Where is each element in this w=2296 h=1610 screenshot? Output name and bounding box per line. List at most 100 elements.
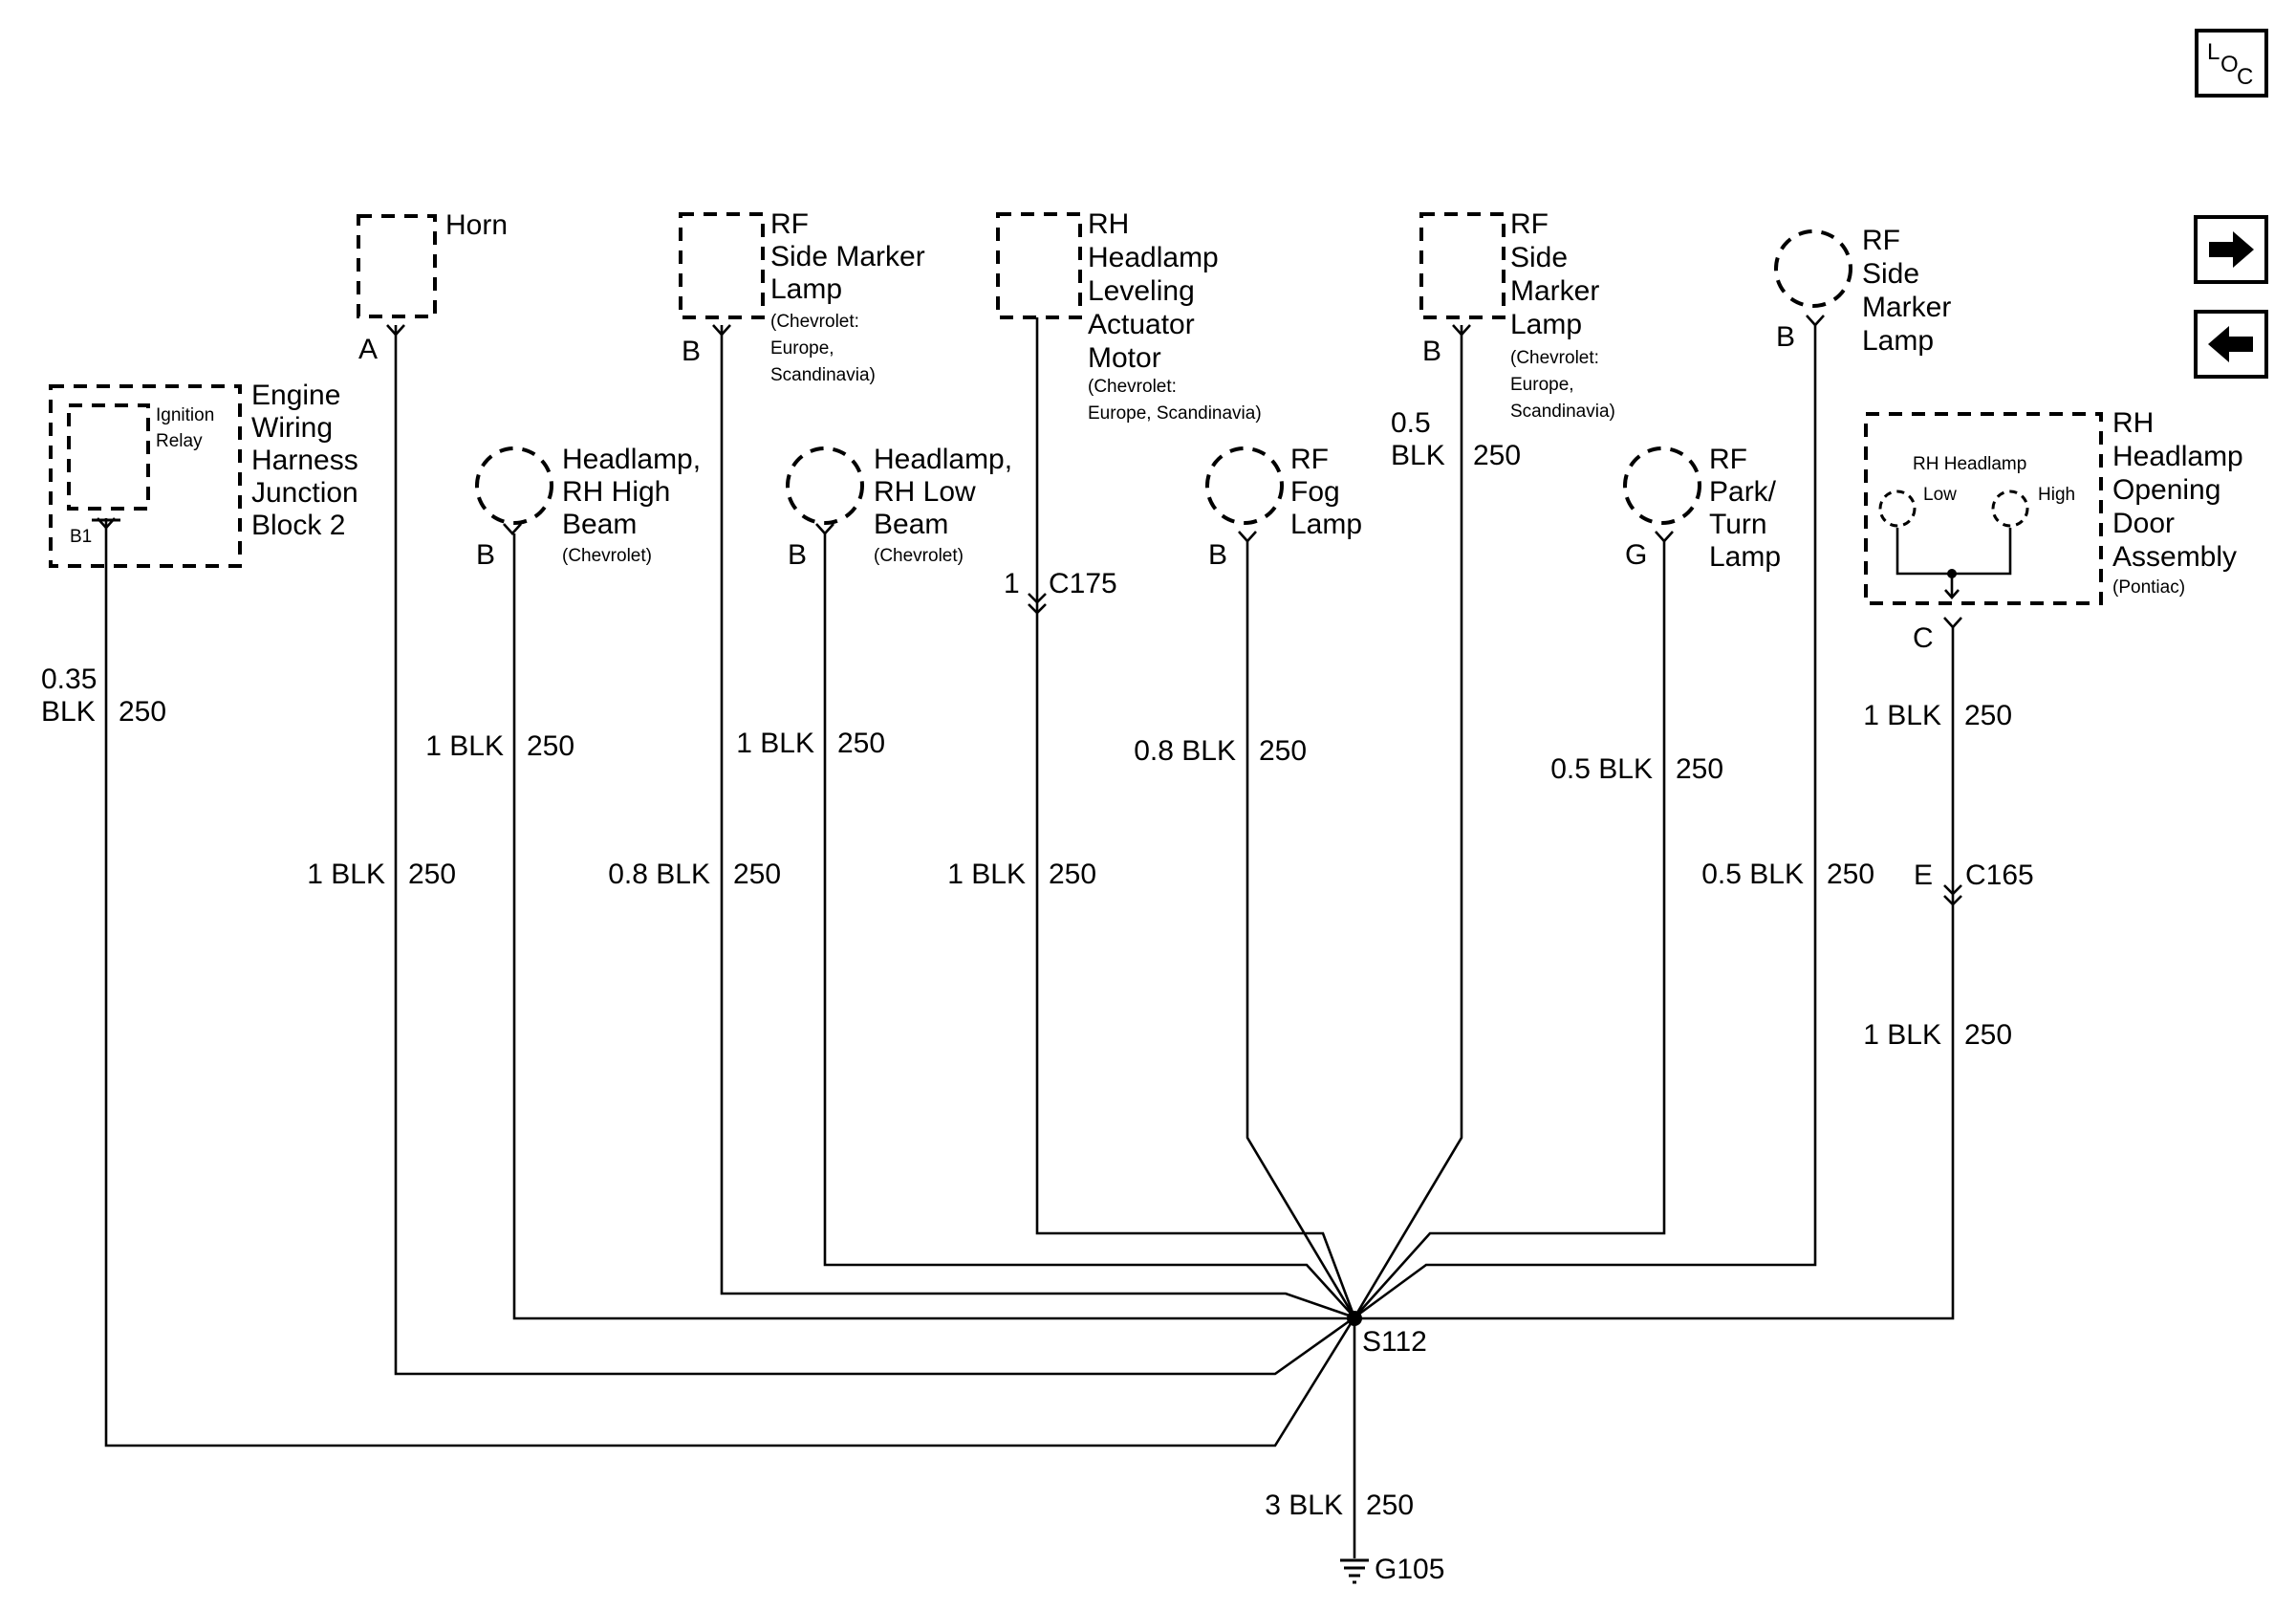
sm2-label-1: RF [1510,208,1549,240]
c165-pin: E [1914,859,1933,891]
door-pin: C [1913,622,1934,654]
fog-label-2: Fog [1290,476,1340,508]
relay-label-2: Relay [156,431,203,451]
park-label-3: Turn [1709,509,1767,540]
splice-dot [1347,1311,1362,1326]
fog-wire-circuit: 250 [1259,735,1307,767]
lev-wire-circuit: 250 [1049,859,1096,890]
park-wire-label: 0.5 BLK [1550,753,1653,785]
park-label-4: Lamp [1709,541,1781,573]
rf-fog-lamp: RF Fog Lamp B [1205,444,1362,571]
sm3-label-1: RF [1862,225,1900,256]
jb-label-3: Harness [251,445,358,476]
rh-headlamp-leveling-motor: RH Headlamp Leveling Actuator Motor (Che… [996,208,1262,424]
jb-label-4: Junction [251,477,358,509]
prev-page-button[interactable] [2194,310,2268,379]
sm3-label-4: Lamp [1862,325,1934,357]
horn-wire-label: 1 BLK [307,859,385,890]
door-label-3: Opening [2112,474,2220,506]
park-wire-circuit: 250 [1676,753,1723,785]
park-label-2: Park/ [1709,476,1777,508]
horn-label: Horn [445,209,508,241]
lev-label-4: Actuator [1088,309,1195,340]
loc-button[interactable]: L O C [2195,29,2268,98]
sm3-pin: B [1776,321,1795,353]
high-note: (Chevrolet) [562,546,652,566]
sm1-label-1: RF [770,208,809,240]
fog-wire-label: 0.8 BLK [1134,735,1236,767]
sm1-label-2: Side Marker [770,241,925,272]
jb-wire-color: BLK [41,696,96,728]
fog-label-3: Lamp [1290,509,1362,540]
park-label-1: RF [1709,444,1747,475]
jb-label-5: Block 2 [251,510,345,541]
lev-label-5: Motor [1088,342,1161,374]
high-wire-circuit: 250 [527,730,574,762]
low-label-3: Beam [874,509,948,540]
sm3-wire-label: 0.5 BLK [1701,859,1804,890]
sm1-wire-circuit: 250 [733,859,781,890]
sm2-wire-circuit: 250 [1473,440,1521,471]
wire-labels: 0.35 BLK 250 1 BLK 250 1 BLK 250 0.8 BLK… [41,407,2012,1521]
high-label-1: Headlamp, [562,444,701,475]
lev-note-1: (Chevrolet: [1088,377,1177,397]
high-pin: B [476,539,495,571]
lev-wire-label: 1 BLK [947,859,1026,890]
door-wire-circuit-b: 250 [1964,1019,2012,1051]
loc-o: O [2220,52,2239,77]
fog-pin: B [1208,539,1227,571]
lev-label-1: RH [1088,208,1129,240]
headlamp-rh-low-beam: Headlamp, RH Low Beam (Chevrolet) B [786,444,1012,571]
sm1-note-1: (Chevrolet: [770,312,859,332]
rf-side-marker-lamp-3: RF Side Marker Lamp B [1774,225,1951,357]
low-label-1: Headlamp, [874,444,1012,475]
wires [104,317,1955,1558]
horn-wire-circuit: 250 [408,859,456,890]
loc-l: L [2207,39,2220,65]
jb-wire-gauge: 0.35 [41,664,97,695]
ground-label: G105 [1375,1554,1444,1585]
horn-pin: A [358,334,378,365]
rf-side-marker-lamp-2: RF Side Marker Lamp (Chevrolet: Europe, … [1419,208,1615,422]
jb-pin: B1 [70,527,92,547]
door-label-5: Assembly [2112,541,2237,573]
lev-note-2: Europe, Scandinavia) [1088,403,1262,424]
horn: Horn A [357,209,508,365]
sm2-label-3: Marker [1510,275,1599,307]
lev-label-2: Headlamp [1088,242,1219,273]
door-high-label: High [2038,485,2075,505]
rf-side-marker-lamp-1: RF Side Marker Lamp (Chevrolet: Europe, … [679,208,925,385]
c165-label: C165 [1965,859,2034,891]
door-label-1: RH [2112,407,2154,439]
sm3-wire-circuit: 250 [1827,859,1874,890]
ground-wire-label: 3 BLK [1265,1490,1343,1521]
low-wire-circuit: 250 [837,728,885,759]
rh-headlamp-opening-door-assembly: RH Headlamp Low High RH Headlamp Opening… [1864,407,2243,654]
park-pin: G [1625,539,1647,571]
sm2-label-2: Side [1510,242,1568,273]
jb-label-1: Engine [251,380,340,411]
sm1-pin: B [682,336,701,367]
door-wire-circuit-a: 250 [1964,700,2012,731]
door-wire-label-b: 1 BLK [1863,1019,1941,1051]
low-wire-label: 1 BLK [736,728,814,759]
sm2-label-4: Lamp [1510,309,1582,340]
connector-c175: 1 C175 [1004,568,1117,615]
low-note: (Chevrolet) [874,546,964,566]
sm1-note-2: Europe, [770,338,834,359]
door-inner-label: RH Headlamp [1913,454,2026,474]
sm1-wire-label: 0.8 BLK [608,859,710,890]
next-page-button[interactable] [2194,215,2268,284]
splice-label: S112 [1362,1326,1427,1358]
arrow-right-icon [2209,231,2254,268]
sm3-label-2: Side [1862,258,1919,290]
high-label-2: RH High [562,476,670,508]
door-low-label: Low [1923,485,1957,505]
connector-c165: E C165 [1914,859,2034,906]
arrow-left-icon [2208,326,2253,362]
headlamp-rh-high-beam: Headlamp, RH High Beam (Chevrolet) B [475,444,701,571]
junction-block-2: Ignition Relay Engine Wiring Harness Jun… [49,380,358,568]
lev-label-3: Leveling [1088,275,1195,307]
sm2-wire-color: BLK [1391,440,1445,471]
